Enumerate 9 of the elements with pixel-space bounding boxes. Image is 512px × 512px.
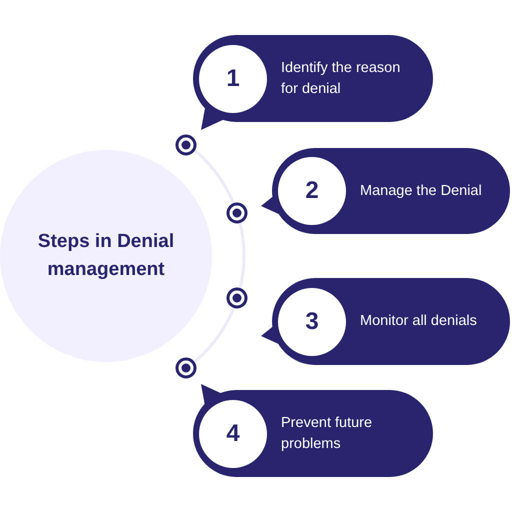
step-label: Prevent future problems	[281, 414, 374, 454]
step-number: 3	[278, 288, 346, 356]
step-label: Manage the Denial	[360, 182, 483, 200]
center-title: Steps in Denial management	[36, 230, 176, 282]
step-number: 4	[199, 400, 267, 468]
step-number: 2	[278, 157, 346, 225]
step-number: 1	[199, 44, 267, 112]
step-label: Monitor all denials	[360, 312, 478, 331]
step-label: Identify the reason for denial	[281, 58, 402, 98]
